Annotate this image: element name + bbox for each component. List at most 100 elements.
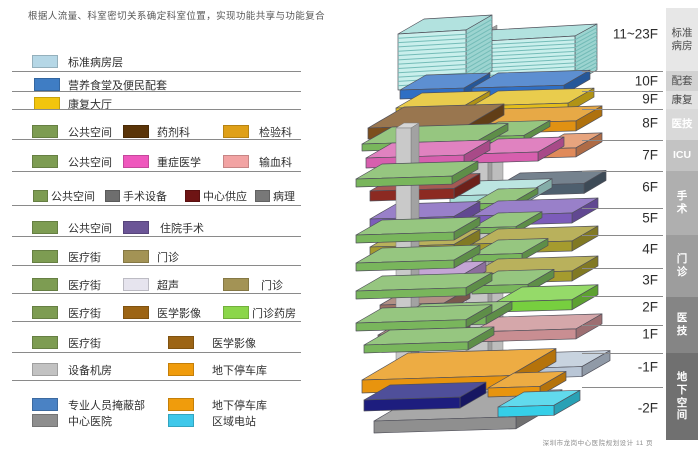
legend-divider-line — [12, 71, 301, 72]
zone-category-segment: 标准 病房 — [666, 8, 698, 71]
legend-label: 设备机房 — [68, 365, 112, 377]
zone-category-segment: 医 技 — [666, 297, 698, 353]
legend-label: 医疗街 — [68, 280, 101, 292]
legend-label: 中心医院 — [68, 416, 112, 428]
zone-category-segment: 手 术 — [666, 171, 698, 235]
legend-swatch — [32, 278, 58, 291]
tower-stripe — [397, 55, 467, 61]
tower-stripe — [465, 57, 493, 74]
legend-swatch — [32, 250, 58, 263]
legend-swatch — [123, 278, 149, 291]
floor-divider-line — [582, 268, 663, 269]
floor-divider-line — [582, 71, 663, 72]
legend-label: 医疗街 — [68, 252, 101, 264]
power-station-b2 — [497, 404, 555, 418]
legend-label: 门诊 — [261, 280, 283, 292]
floor-label: 3F — [642, 272, 658, 288]
tower-stripe — [574, 46, 598, 60]
tower-stripe — [397, 51, 467, 57]
legend-swatch — [223, 125, 249, 138]
legend-label: 公共空间 — [51, 191, 95, 203]
legend-swatch — [32, 363, 58, 376]
legend-swatch — [185, 190, 200, 202]
tower-stripe — [397, 46, 467, 52]
shelter-b2 — [363, 396, 461, 412]
legend-label: 公共空间 — [68, 157, 112, 169]
tower-stripe — [465, 36, 493, 52]
legend-divider-line — [12, 321, 301, 322]
legend-label: 康复大厅 — [68, 99, 112, 111]
floor-divider-line — [582, 171, 663, 172]
legend-swatch — [168, 398, 194, 411]
legend-label: 专业人员掩蔽部 — [68, 400, 145, 412]
tower-stripe — [574, 50, 598, 64]
tower-stripe — [465, 40, 493, 57]
legend-swatch — [33, 190, 48, 202]
legend-label: 中心供应 — [203, 191, 247, 203]
legend-divider-line — [12, 171, 301, 172]
legend-swatch — [32, 221, 58, 234]
floor-divider-line — [582, 140, 663, 141]
tower-stripe — [397, 63, 467, 69]
legend-label: 重症医学 — [157, 157, 201, 169]
floor-divider-line — [582, 208, 663, 209]
footer-caption: 深圳市龙岗中心医院规划设计 11 页 — [542, 440, 653, 447]
legend-label: 公共空间 — [68, 127, 112, 139]
legend-label: 医疗街 — [68, 308, 101, 320]
legend-label: 医疗街 — [68, 338, 101, 350]
legend-divider-line — [12, 352, 301, 353]
tower-stripe — [574, 31, 598, 45]
tower-stripe — [397, 42, 467, 48]
tower-stripe — [397, 68, 467, 74]
legend-divider-line — [12, 109, 301, 110]
legend-label: 超声 — [157, 280, 179, 292]
floor-label: 1F — [642, 326, 658, 342]
legend-divider-line — [12, 236, 301, 237]
tower-stripe — [574, 38, 598, 52]
tower-stripe — [574, 35, 598, 48]
tower-stripe — [465, 27, 493, 44]
legend-label: 标准病房层 — [68, 57, 123, 69]
floor-label: 5F — [642, 210, 658, 226]
legend-swatch — [32, 55, 58, 68]
page-title: 根据人流量、科室密切关系确定科室位置，实现功能共享与功能复合 — [28, 11, 326, 22]
legend-swatch — [168, 336, 194, 349]
zone-category-segment: 门 诊 — [666, 235, 698, 297]
zone-category-segment: 地 下 空 间 — [666, 353, 698, 440]
legend-swatch — [34, 78, 60, 91]
zone-category-segment: 配套 — [666, 71, 698, 91]
street-walkway-3f — [355, 287, 467, 300]
legend-swatch — [223, 155, 249, 168]
legend-label: 输血科 — [259, 157, 292, 169]
tower-stripe — [574, 42, 598, 56]
floor-label: -1F — [637, 359, 658, 375]
street-walkway-6f — [355, 175, 453, 188]
tower-stripe — [397, 59, 467, 65]
floor-label: 9F — [642, 91, 658, 107]
legend-swatch — [168, 414, 194, 427]
legend-swatch — [223, 306, 249, 319]
legend-swatch — [32, 125, 58, 138]
legend-label: 医学影像 — [157, 308, 201, 320]
legend-swatch — [105, 190, 120, 202]
floor-divider-line — [582, 91, 663, 92]
legend-swatch — [123, 125, 149, 138]
legend-swatch — [123, 155, 149, 168]
zone-category-segment: ICU — [666, 140, 698, 171]
legend-label: 病理 — [273, 191, 295, 203]
street-walkway-4f — [355, 259, 455, 272]
floor-label: 4F — [642, 241, 658, 257]
floor-label: 7F — [642, 147, 658, 163]
floor-label: 10F — [634, 73, 658, 89]
legend-label: 区域电站 — [212, 416, 256, 428]
legend-label: 门诊药房 — [252, 308, 296, 320]
zone-category-segment: 医技 — [666, 109, 698, 140]
legend-swatch — [255, 190, 270, 202]
tower-stripe — [465, 53, 493, 70]
legend-swatch — [123, 250, 149, 263]
legend-label: 住院手术 — [160, 223, 204, 235]
floor-label: 6F — [642, 179, 658, 195]
legend-swatch — [123, 221, 149, 234]
tower-stripe — [465, 23, 493, 40]
